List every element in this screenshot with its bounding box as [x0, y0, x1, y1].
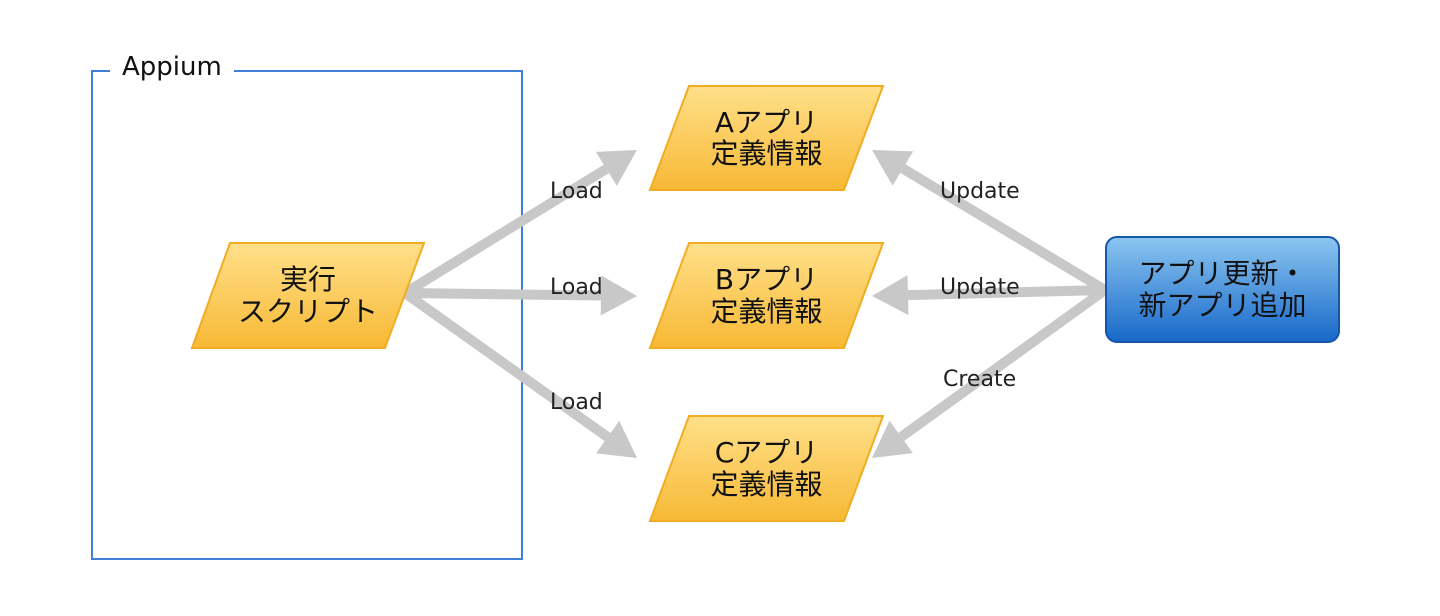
edge-label-update-b: Update	[940, 275, 1020, 300]
edge-label-load-b: Load	[550, 275, 603, 300]
app-a-node-shape	[648, 85, 885, 191]
script-node-shape	[190, 242, 426, 349]
edge-label-load-a: Load	[550, 179, 603, 204]
arrow-load-a	[402, 164, 609, 298]
app-b-node-line2: 定義情報	[710, 294, 823, 328]
app-b-node-shape	[648, 242, 885, 349]
script-node-line1: 実行	[279, 263, 336, 297]
arrow-update-b	[907, 285, 1106, 301]
arrow-load-c	[402, 288, 611, 442]
app-a-node: Aアプリ 定義情報	[650, 86, 883, 190]
arrow-update-a	[900, 164, 1108, 295]
arrow-create-c-head	[872, 420, 913, 458]
arrow-load-c-head	[596, 420, 637, 458]
arrow-load-a-head	[595, 150, 637, 186]
app-c-node-shape	[648, 415, 885, 522]
script-node: 実行 スクリプト	[192, 243, 424, 348]
app-b-node: Bアプリ 定義情報	[650, 243, 883, 348]
arrow-update-b-head	[872, 275, 909, 316]
app-a-node-line1: Aアプリ	[714, 105, 819, 139]
app-b-node-line1: Bアプリ	[714, 263, 819, 297]
script-node-line2: スクリプト	[237, 294, 378, 328]
arrow-update-a-head	[872, 150, 914, 186]
app-c-node-line2: 定義情報	[710, 467, 823, 501]
arrow-load-b	[404, 288, 602, 301]
updater-node-line1: アプリ更新・	[1138, 257, 1307, 291]
edge-label-load-c: Load	[550, 390, 603, 415]
updater-node: アプリ更新・ 新アプリ追加	[1106, 237, 1339, 342]
arrow-create-c	[898, 285, 1108, 442]
appium-group-title: Appium	[110, 52, 234, 84]
appium-group-frame	[91, 70, 523, 560]
app-c-node-line1: Cアプリ	[714, 436, 819, 470]
updater-node-line2: 新アプリ追加	[1138, 288, 1307, 322]
app-a-node-line2: 定義情報	[710, 137, 823, 170]
arrows	[402, 150, 1108, 458]
arrow-load-b-head	[600, 275, 637, 316]
app-c-node: Cアプリ 定義情報	[650, 416, 883, 521]
updater-node-shape	[1105, 236, 1340, 343]
edge-label-update-a: Update	[940, 179, 1020, 204]
edge-label-create-c: Create	[943, 367, 1017, 392]
